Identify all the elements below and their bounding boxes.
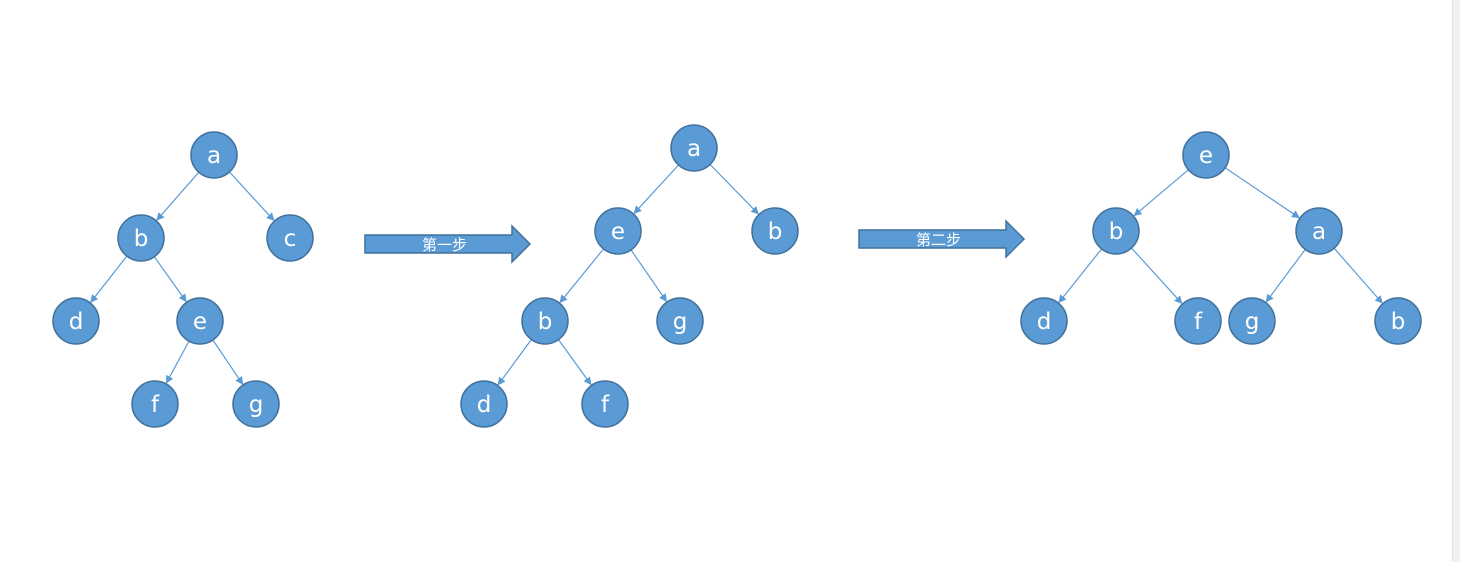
tree-original-node-circle-f xyxy=(131,380,179,428)
tree-step1-node-b2: b xyxy=(751,207,799,255)
tree-step2-node-d: d xyxy=(1020,297,1068,345)
tree-original-node-label-d: d xyxy=(69,309,84,335)
tree-step1-node-f: f xyxy=(581,380,629,428)
tree-step1-node-circle-e xyxy=(594,207,642,255)
tree-step2-edge-b-f xyxy=(1131,247,1183,305)
tree-step2-node-circle-b xyxy=(1092,207,1140,255)
tree-step1-edge-e-b xyxy=(559,248,604,304)
tree-step2-node-label-e: e xyxy=(1199,143,1213,169)
tree-step1-node-circle-a xyxy=(670,124,718,172)
tree-step1-node-label-d: d xyxy=(477,392,492,418)
tree-step2-edge-e-b xyxy=(1133,169,1189,217)
tree-step2-node-label-b: b xyxy=(1109,219,1124,245)
tree-step2-edge-a-g xyxy=(1265,249,1306,303)
tree-step1-edge-a-b2 xyxy=(709,164,759,215)
step-2-arrow-shape xyxy=(858,219,1026,259)
tree-step2-node-label-d: d xyxy=(1037,309,1052,335)
step-1-label: 第一步 xyxy=(422,236,467,254)
tree-original-node-circle-c xyxy=(266,214,314,262)
tree-step2-node-f: f xyxy=(1174,297,1222,345)
tree-step2-node-a: a xyxy=(1295,207,1343,255)
tree-original-edge-e-g xyxy=(212,339,244,385)
tree-step2-edge-e-a xyxy=(1224,167,1300,219)
tree-step2-node-label-b2: b xyxy=(1391,309,1406,335)
tree-step1-node-d: d xyxy=(460,380,508,428)
tree-step1-node-g: g xyxy=(656,297,704,345)
tree-original-node-b: b xyxy=(117,214,165,262)
tree-step1-node-circle-d xyxy=(460,380,508,428)
tree-step2-edge-b-d xyxy=(1058,248,1103,304)
tree-step2-edge-a-b2 xyxy=(1333,247,1383,304)
tree-step2-node-circle-g xyxy=(1228,297,1276,345)
tree-original-edge-b-d xyxy=(90,255,128,303)
tree-step1-edge-b-f xyxy=(558,339,592,386)
tree-original-edge-a-b xyxy=(156,171,200,221)
tree-step1-edge-b-d xyxy=(497,339,532,386)
tree-original-node-label-b: b xyxy=(134,226,149,252)
step-arrows-layer: 第一步 第二步 xyxy=(364,219,1026,264)
tree-original-node-f: f xyxy=(131,380,179,428)
tree-step1-node-label-g: g xyxy=(673,309,688,335)
tree-original-node-circle-a xyxy=(190,131,238,179)
tree-original-node-circle-b xyxy=(117,214,165,262)
tree-original-edge-b-e xyxy=(153,256,187,303)
tree-step2-node-label-f: f xyxy=(1194,309,1203,335)
tree-step1-node-circle-b2 xyxy=(751,207,799,255)
tree-original-node-label-e: e xyxy=(193,309,207,335)
tree-original-node-g: g xyxy=(232,380,280,428)
tree-step1-node-label-b: b xyxy=(538,309,553,335)
edges-layer xyxy=(90,164,1383,386)
nodes-layer: a b c d e f g a e b b g d f e b a d f g b xyxy=(52,124,1422,428)
tree-step2-node-label-g: g xyxy=(1245,309,1260,335)
tree-step1-node-circle-f xyxy=(581,380,629,428)
tree-original-node-circle-d xyxy=(52,297,100,345)
step-2-arrow: 第二步 xyxy=(858,219,1026,259)
tree-original-node-a: a xyxy=(190,131,238,179)
tree-step1-edge-e-g xyxy=(630,249,667,303)
tree-step1-node-label-a: a xyxy=(687,136,701,162)
tree-step1-node-label-e: e xyxy=(611,219,625,245)
tree-original-node-c: c xyxy=(266,214,314,262)
tree-original-node-e: e xyxy=(176,297,224,345)
tree-step1-node-label-b2: b xyxy=(768,219,783,245)
tree-original-node-label-f: f xyxy=(151,392,160,418)
tree-step2-node-e: e xyxy=(1182,131,1230,179)
tree-original-node-circle-g xyxy=(232,380,280,428)
tree-original-edge-a-c xyxy=(229,171,275,222)
tree-original-node-d: d xyxy=(52,297,100,345)
tree-step1-node-b: b xyxy=(521,297,569,345)
tree-step2-node-circle-b2 xyxy=(1374,297,1422,345)
tree-step2-node-label-a: a xyxy=(1312,219,1326,245)
step-1-arrow: 第一步 xyxy=(364,224,532,264)
tree-step2-node-b2: b xyxy=(1374,297,1422,345)
step-1-arrow-shape xyxy=(364,224,532,264)
tree-original-node-circle-e xyxy=(176,297,224,345)
tree-step2-node-circle-f xyxy=(1174,297,1222,345)
tree-original-edge-e-f xyxy=(165,340,190,384)
tree-original-node-label-a: a xyxy=(207,143,221,169)
tree-original-node-label-c: c xyxy=(284,226,297,252)
tree-step2-node-b: b xyxy=(1092,207,1140,255)
tree-step1-node-label-f: f xyxy=(601,392,610,418)
tree-step2-node-g: g xyxy=(1228,297,1276,345)
step-2-label: 第二步 xyxy=(916,231,961,249)
tree-step1-node-a: a xyxy=(670,124,718,172)
tree-step2-node-circle-a xyxy=(1295,207,1343,255)
tree-step1-node-circle-b xyxy=(521,297,569,345)
tree-step2-node-circle-e xyxy=(1182,131,1230,179)
tree-step2-node-circle-d xyxy=(1020,297,1068,345)
vertical-scrollbar[interactable] xyxy=(1452,0,1460,562)
tree-original-node-label-g: g xyxy=(249,392,264,418)
tree-step1-node-circle-g xyxy=(656,297,704,345)
tree-step1-node-e: e xyxy=(594,207,642,255)
tree-step1-edge-a-e xyxy=(633,164,679,215)
